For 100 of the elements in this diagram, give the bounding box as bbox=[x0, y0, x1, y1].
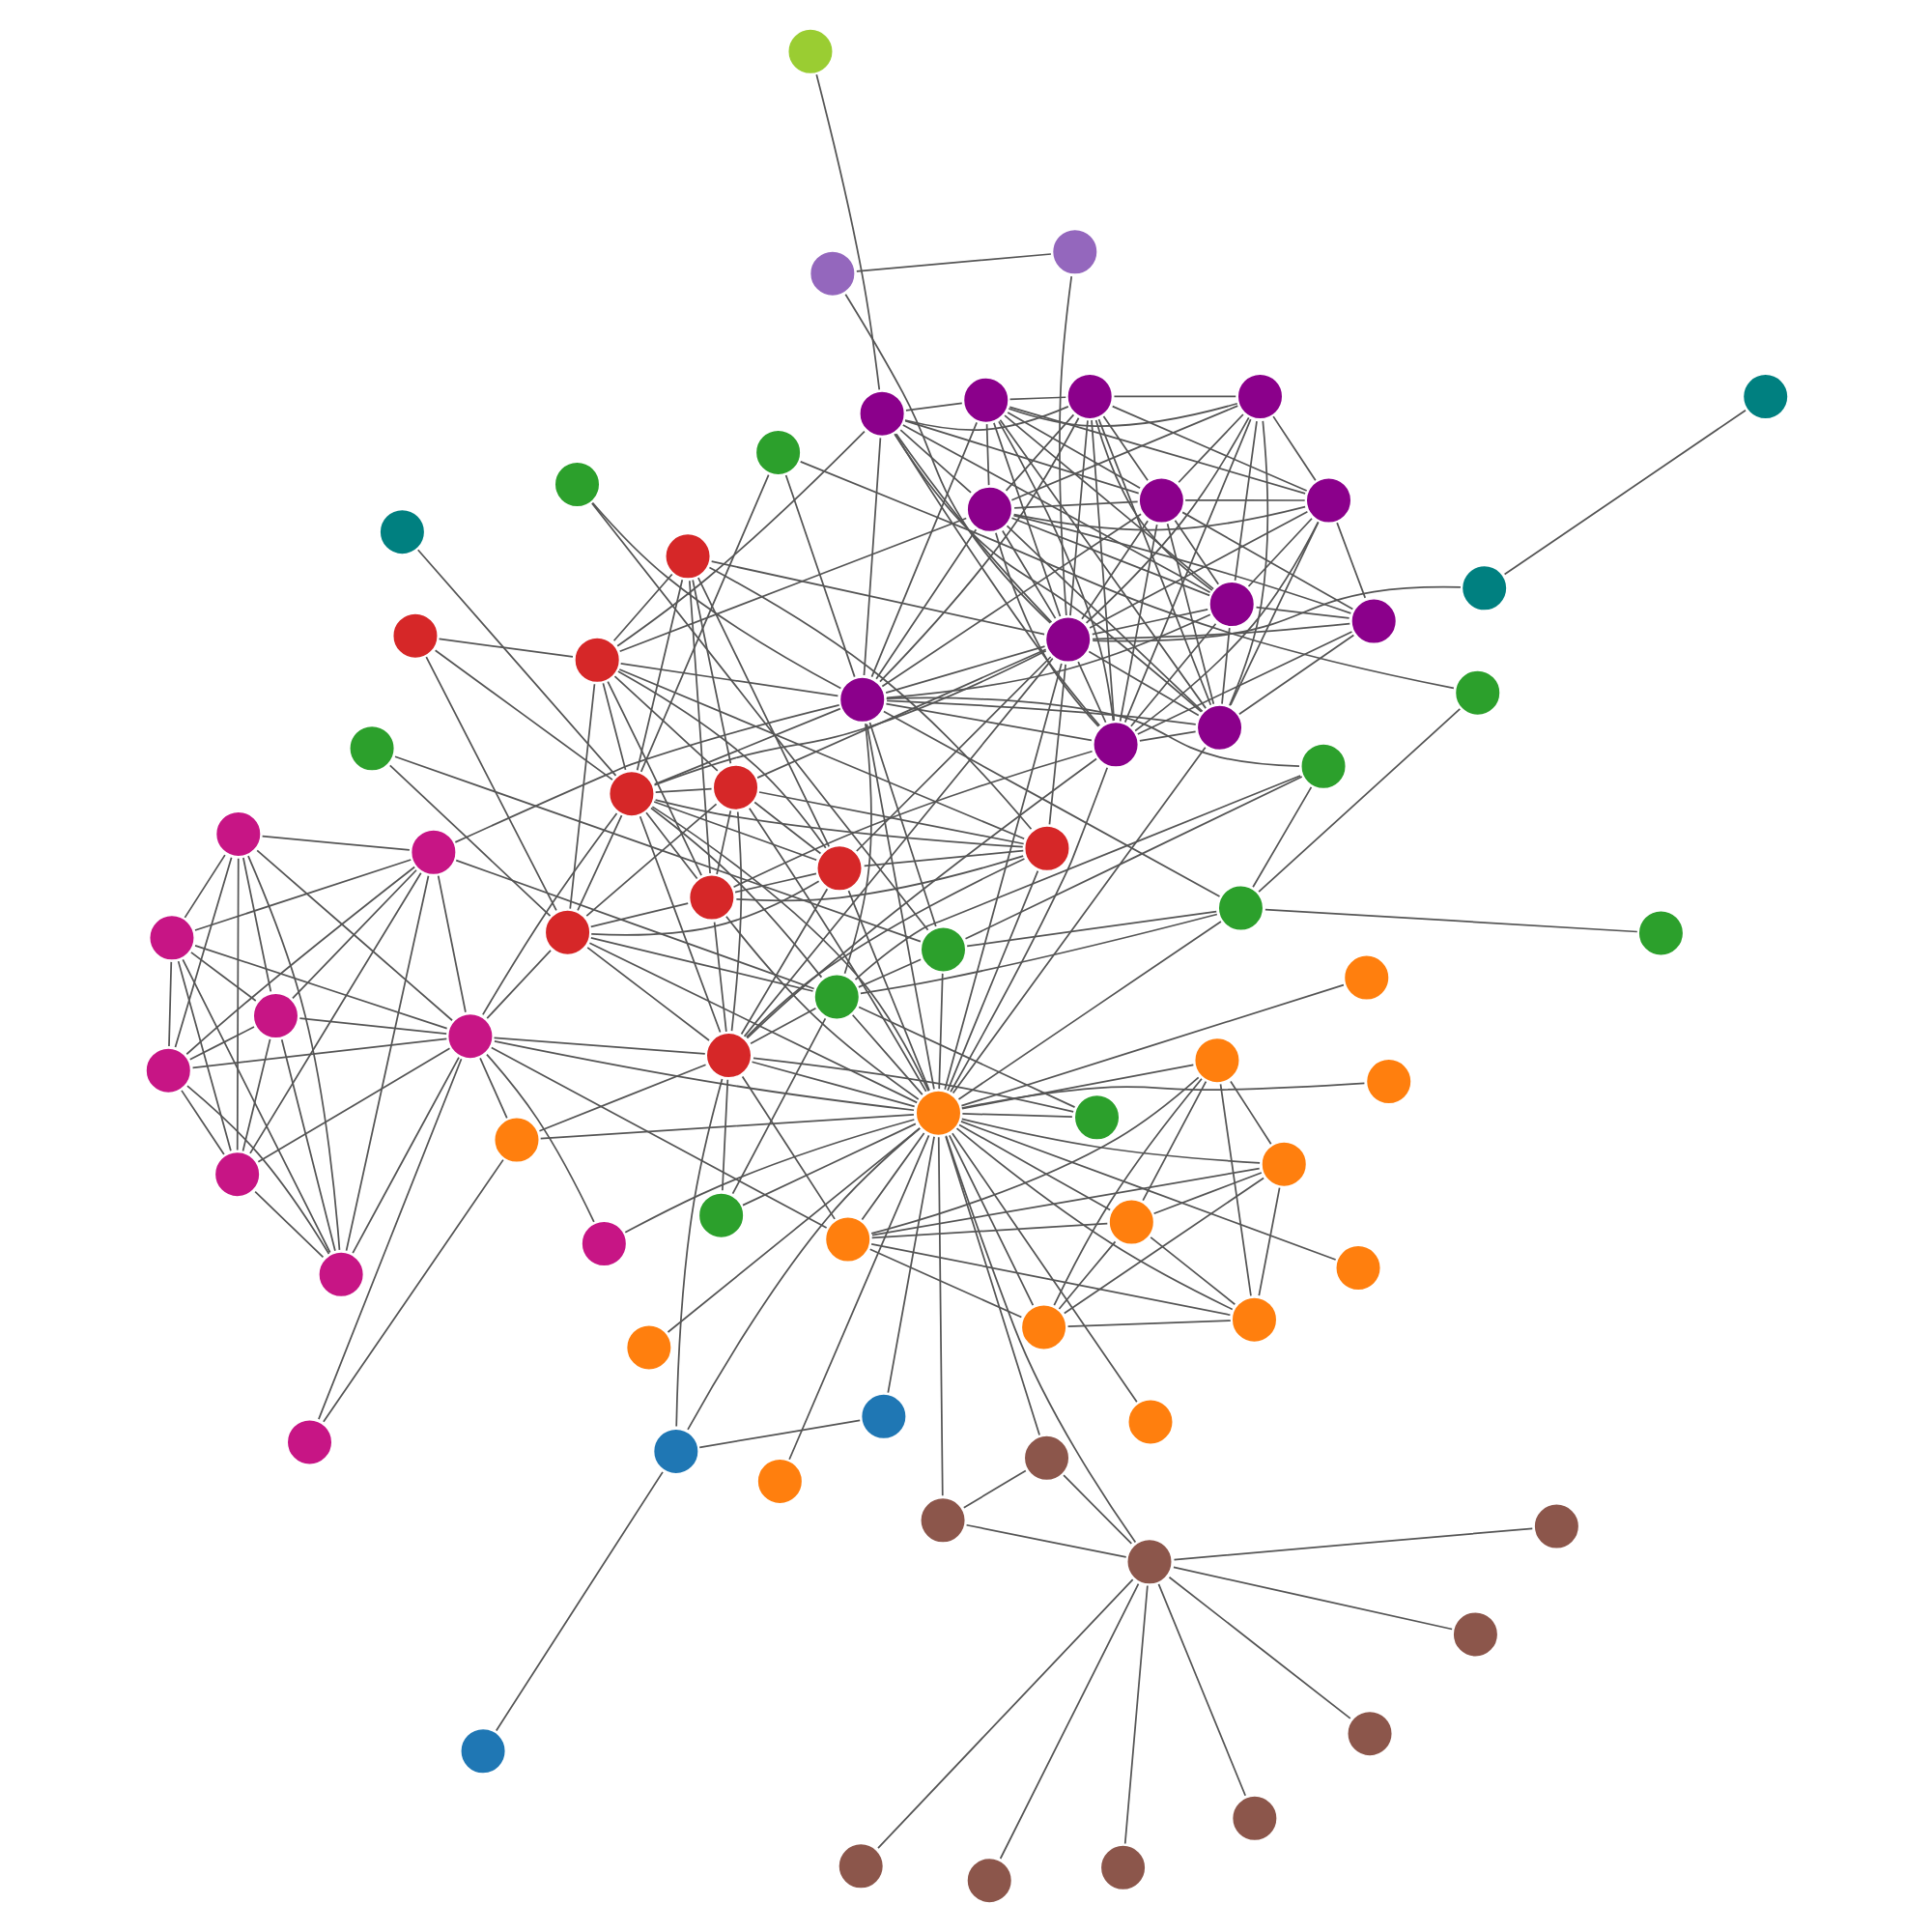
connector bbox=[715, 810, 731, 875]
node-circle bbox=[210, 1148, 263, 1201]
connector bbox=[959, 983, 1344, 1107]
connector bbox=[843, 293, 1051, 624]
connector bbox=[1088, 510, 1308, 629]
connector bbox=[750, 1061, 915, 1108]
connector bbox=[870, 1167, 1260, 1236]
connector bbox=[850, 1013, 923, 1096]
node-circle bbox=[911, 1087, 964, 1140]
connector bbox=[697, 1419, 861, 1449]
node-circle bbox=[141, 1044, 194, 1097]
connector bbox=[538, 1113, 914, 1140]
connector bbox=[740, 1075, 835, 1220]
connector bbox=[623, 1119, 915, 1234]
connector bbox=[884, 702, 1092, 742]
node-circle bbox=[1296, 740, 1349, 793]
connector bbox=[1068, 419, 1088, 616]
connector bbox=[1047, 663, 1065, 826]
node-circle bbox=[708, 761, 761, 814]
connector bbox=[167, 961, 172, 1047]
connector bbox=[279, 1038, 335, 1252]
connector bbox=[485, 950, 551, 1019]
node-circle bbox=[282, 1416, 335, 1468]
connector bbox=[943, 663, 1062, 1091]
node-circle bbox=[1257, 1138, 1310, 1190]
node-circle bbox=[1339, 952, 1392, 1004]
connector bbox=[903, 406, 1068, 431]
connector bbox=[1096, 418, 1211, 706]
node-circle bbox=[388, 610, 440, 662]
connector bbox=[576, 814, 622, 912]
connector bbox=[617, 668, 1025, 840]
node-circle bbox=[577, 1217, 630, 1270]
connector bbox=[1011, 514, 1351, 614]
connector bbox=[618, 663, 838, 697]
connector bbox=[180, 1090, 224, 1155]
connector bbox=[1335, 522, 1366, 599]
connector bbox=[1180, 511, 1353, 611]
connector bbox=[1005, 525, 1203, 713]
connector bbox=[393, 755, 921, 943]
connector bbox=[696, 577, 830, 848]
connector bbox=[724, 915, 919, 1100]
connector bbox=[741, 1122, 916, 1207]
connector bbox=[994, 531, 1098, 727]
connector bbox=[185, 1085, 329, 1255]
connector bbox=[1151, 1172, 1262, 1215]
node-circle bbox=[962, 483, 1015, 536]
connector bbox=[1129, 622, 1216, 727]
connector bbox=[183, 854, 225, 919]
connector bbox=[584, 803, 717, 917]
connector bbox=[1246, 517, 1312, 587]
node-circle bbox=[661, 529, 713, 582]
connector bbox=[485, 1053, 594, 1223]
connector bbox=[959, 1121, 1336, 1261]
node-circle bbox=[570, 634, 623, 687]
connector bbox=[1084, 416, 1249, 624]
connector bbox=[944, 1134, 1136, 1544]
connector bbox=[721, 1078, 728, 1192]
connector bbox=[884, 696, 1299, 767]
connector bbox=[652, 801, 817, 862]
node-circle bbox=[1095, 1841, 1149, 1894]
node-circle bbox=[1228, 1792, 1280, 1845]
connector bbox=[963, 776, 1302, 940]
connector bbox=[1091, 585, 1461, 642]
connector bbox=[246, 855, 340, 1251]
node-circle bbox=[1347, 595, 1400, 647]
node-circle bbox=[1448, 1608, 1501, 1661]
connector bbox=[242, 857, 271, 993]
connector bbox=[730, 1017, 826, 1195]
connector bbox=[478, 1057, 507, 1120]
connector bbox=[635, 579, 683, 772]
connector bbox=[1062, 1177, 1264, 1315]
connector bbox=[253, 1190, 324, 1259]
connector bbox=[998, 1582, 1139, 1860]
connector bbox=[1052, 1077, 1202, 1307]
connector bbox=[1062, 1474, 1132, 1545]
connector bbox=[173, 856, 232, 1048]
connector bbox=[537, 1064, 706, 1132]
connector bbox=[588, 937, 813, 992]
connector bbox=[1065, 1320, 1231, 1327]
connector bbox=[1254, 606, 1350, 619]
node-circle bbox=[1361, 1055, 1414, 1108]
connector bbox=[568, 683, 595, 910]
connector bbox=[1257, 1186, 1280, 1296]
connector bbox=[666, 1127, 920, 1333]
connector bbox=[992, 422, 1061, 617]
connector bbox=[893, 433, 1202, 713]
connector bbox=[489, 1046, 827, 1229]
connector bbox=[734, 855, 1024, 902]
node-circle bbox=[958, 374, 1011, 426]
node-circle bbox=[857, 1390, 909, 1443]
node-circle bbox=[1205, 578, 1258, 631]
node-circle bbox=[855, 387, 907, 440]
connector bbox=[846, 890, 929, 1092]
connector bbox=[745, 757, 1096, 1039]
connector bbox=[387, 764, 551, 918]
node-circle bbox=[1738, 370, 1791, 423]
connector bbox=[193, 944, 447, 1030]
connector bbox=[1003, 414, 1213, 590]
connector bbox=[1008, 406, 1305, 495]
connector bbox=[1006, 412, 1140, 490]
